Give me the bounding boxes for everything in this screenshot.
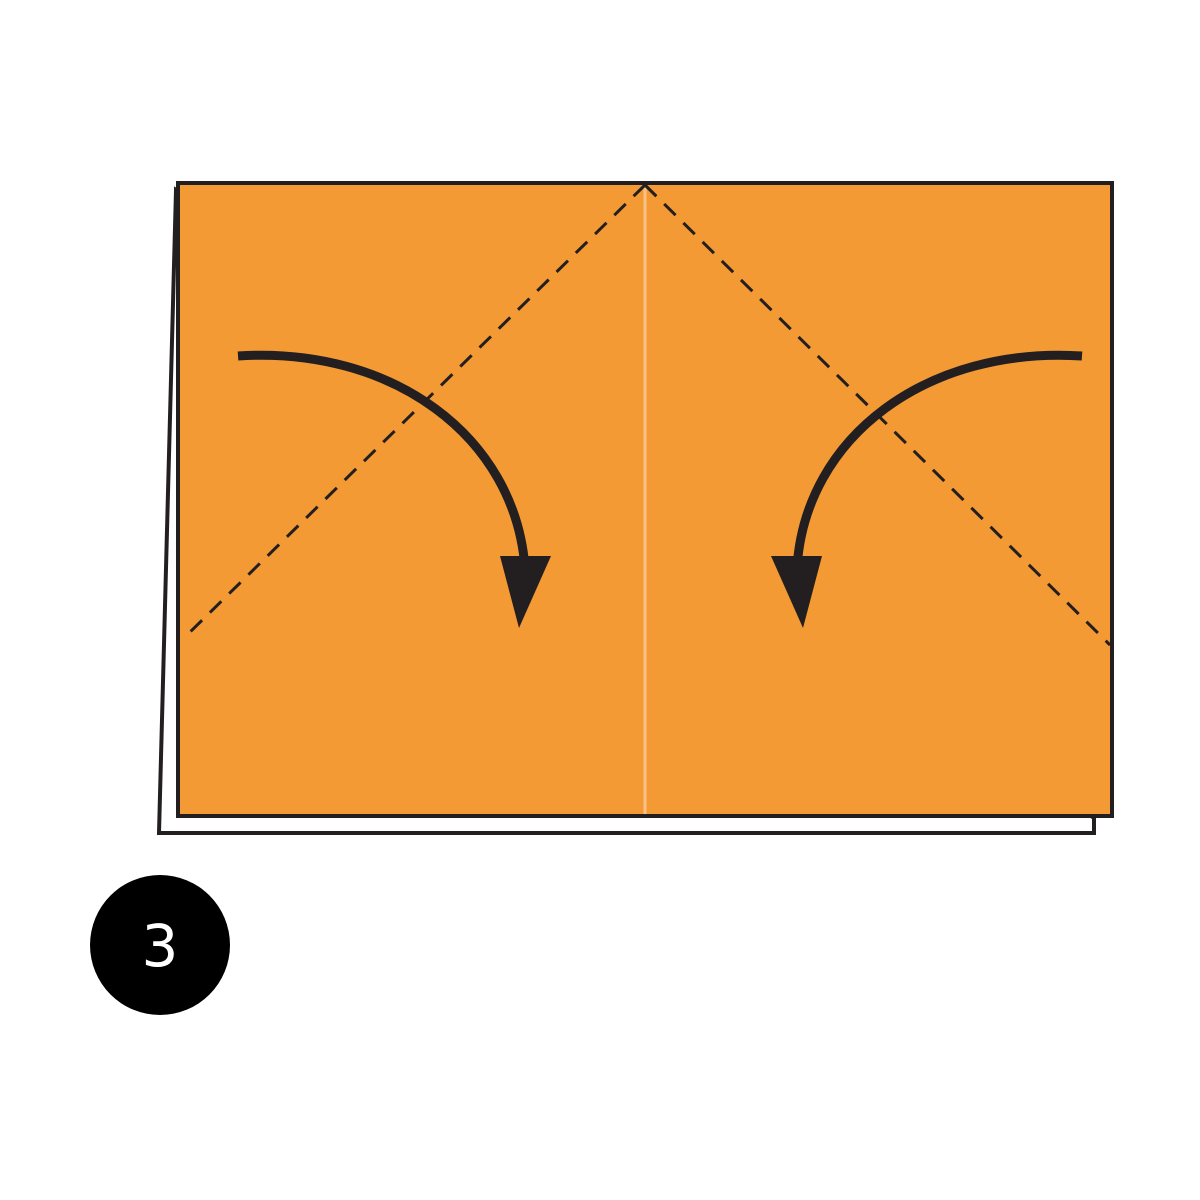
left-arrow-shaft: [237, 350, 530, 569]
right-arrow-shaft: [792, 350, 1083, 569]
step-number: 3: [142, 912, 179, 980]
right-fold-arrow: [771, 350, 1083, 628]
step-badge: 3: [90, 875, 230, 1015]
left-fold-arrow: [237, 350, 551, 628]
right-arrow-head: [771, 556, 822, 628]
step-badge-circle: [90, 875, 230, 1015]
left-arrow-head: [500, 556, 551, 628]
